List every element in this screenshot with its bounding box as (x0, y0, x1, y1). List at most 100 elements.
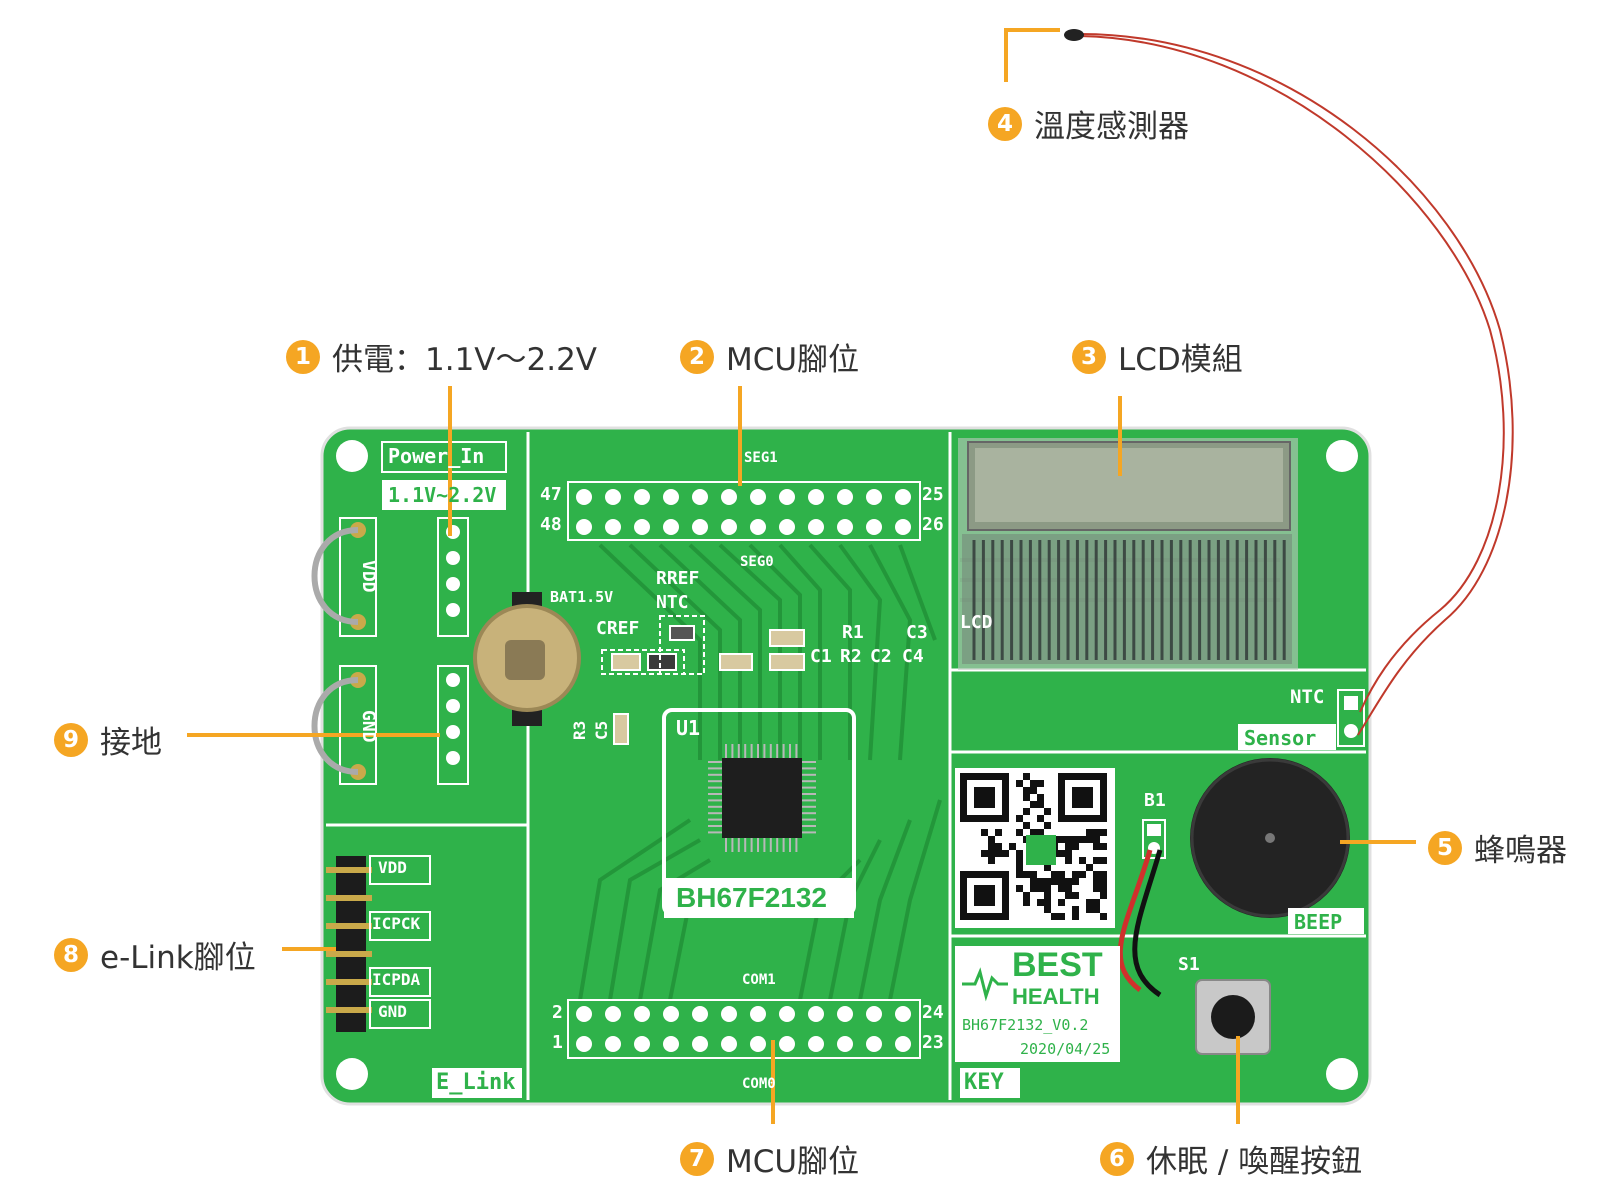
qr-cell (1093, 885, 1100, 892)
qr-cell (1037, 899, 1044, 906)
qr-cell (1072, 913, 1079, 920)
header-pin (779, 519, 795, 535)
header-pin (866, 1036, 882, 1052)
vdd-header (437, 517, 469, 637)
header-pin (779, 489, 795, 505)
qr-cell (1037, 885, 1044, 892)
qr-cell (1030, 871, 1037, 878)
header-pin (663, 519, 679, 535)
header-pin (605, 489, 621, 505)
qr-cell (1093, 906, 1100, 913)
header-pin (663, 1006, 679, 1022)
header-pin (692, 1036, 708, 1052)
header-pin (576, 1036, 592, 1052)
header-pin (866, 519, 882, 535)
callout-number: 7 (680, 1141, 714, 1176)
qr-cell (1037, 801, 1044, 808)
header-pin (895, 1036, 911, 1052)
qr-cell (1051, 878, 1058, 885)
header-pin (576, 489, 592, 505)
header-pin (866, 489, 882, 505)
qr-cell (1030, 878, 1037, 885)
header-pin (605, 1036, 621, 1052)
qr-cell (1023, 822, 1030, 829)
qr-cell (1100, 857, 1107, 864)
qr-cell (995, 843, 1002, 850)
c4-label: C4 (902, 646, 924, 667)
s1-label: S1 (1178, 954, 1200, 975)
power-title: Power_In (388, 444, 485, 468)
qr-cell (1016, 815, 1023, 822)
r1-label: R1 (842, 622, 864, 643)
qr-cell (1058, 913, 1065, 920)
com1-label: COM1 (742, 972, 776, 988)
qr-cell (1016, 864, 1023, 871)
qr-cell (1100, 871, 1107, 878)
qr-cell (1044, 885, 1051, 892)
gnd-jumper (339, 665, 377, 785)
qr-cell (1023, 787, 1030, 794)
qr-cell (1030, 885, 1037, 892)
qr-finder-center (974, 885, 995, 906)
key-label: KEY (964, 1070, 1004, 1095)
qr-cell (1093, 899, 1100, 906)
pin25-label: 25 (922, 484, 944, 505)
qr-cell (1079, 836, 1086, 843)
qr-cell (995, 829, 1002, 836)
mcu-header-bottom (567, 999, 921, 1059)
callout-4: 4 溫度感測器 (988, 101, 1189, 146)
callout-2: 2 MCU腳位 (680, 334, 859, 379)
brand-health: HEALTH (1012, 984, 1100, 1009)
c1-label: C1 (810, 646, 832, 667)
qr-cell (1037, 829, 1044, 836)
qr-cell (1079, 857, 1086, 864)
qr-cell (1093, 829, 1100, 836)
brand-best: BEST (1012, 946, 1103, 984)
qr-cell (1058, 885, 1065, 892)
qr-cell (1016, 885, 1023, 892)
callout-number: 6 (1100, 1141, 1134, 1176)
header-pin (895, 489, 911, 505)
qr-cell (1058, 878, 1065, 885)
vdd-jumper (339, 517, 377, 637)
qr-cell (1044, 822, 1051, 829)
qr-cell (1044, 864, 1051, 871)
mount-holes (336, 440, 1358, 1090)
qr-cell (1037, 794, 1044, 801)
callout-label-mcu-bottom: MCU腳位 (726, 1144, 860, 1180)
ntc-label: NTC (1290, 686, 1325, 708)
callout-label-ground: 接地 (100, 725, 162, 761)
callout-label-temp-sensor: 溫度感測器 (1034, 109, 1189, 145)
qr-cell (1086, 864, 1093, 871)
buzzer (1117, 758, 1350, 998)
header-pin (634, 489, 650, 505)
qr-code (955, 768, 1115, 928)
c2-label: C2 (870, 646, 892, 667)
qr-cell (1058, 850, 1065, 857)
header-pin (808, 1036, 824, 1052)
qr-cell (1100, 913, 1107, 920)
qr-cell (1037, 878, 1044, 885)
callout-number: 4 (988, 106, 1022, 141)
callout-label-buzzer: 蜂鳴器 (1474, 833, 1567, 869)
battery-holder (473, 592, 581, 726)
qr-cell (1023, 773, 1030, 780)
passives (601, 615, 805, 745)
pin1-label: 1 (552, 1032, 563, 1053)
pin47-label: 47 (540, 484, 562, 505)
qr-cell (1016, 857, 1023, 864)
c5-label: C5 (592, 720, 611, 740)
bat-label: BAT1.5V (550, 588, 614, 606)
callout-label-lcd: LCD模組 (1118, 342, 1243, 378)
qr-cell (1023, 871, 1030, 878)
mcu-header-top (567, 481, 921, 541)
header-pin (692, 519, 708, 535)
callout-label-elink: e-Link腳位 (100, 940, 256, 976)
qr-cell (1016, 850, 1023, 857)
header-pin (750, 519, 766, 535)
ntc-wire (1079, 33, 1514, 736)
header-pin (692, 1006, 708, 1022)
qr-cell (1044, 892, 1051, 899)
header-pin (837, 1036, 853, 1052)
qr-cell (1023, 794, 1030, 801)
